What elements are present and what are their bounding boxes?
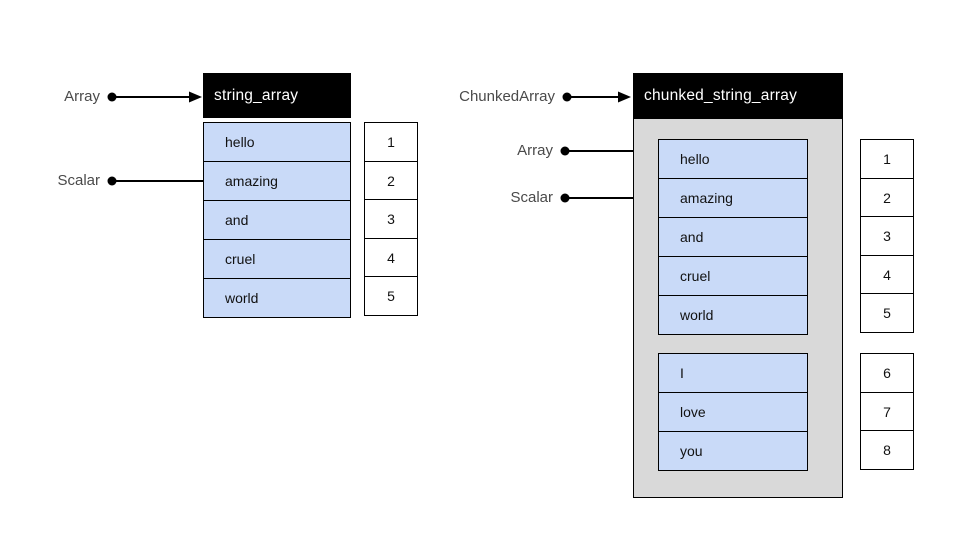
string-array-header: string_array xyxy=(203,73,351,118)
array-cell: world xyxy=(203,278,351,318)
index-cell: 4 xyxy=(860,254,914,295)
left-array-label: Array xyxy=(64,88,100,105)
chunked-array-label: ChunkedArray xyxy=(459,88,555,105)
chunk-1-index-column: 6 7 8 xyxy=(860,353,914,470)
index-cell: 2 xyxy=(860,177,914,218)
chunk-0-index-column: 1 2 3 4 5 xyxy=(860,139,914,333)
array-cell: hello xyxy=(658,139,808,179)
array-cell: world xyxy=(658,295,808,335)
array-cell: love xyxy=(658,392,808,432)
left-array-pointer-arrow xyxy=(107,91,202,103)
array-cell: I xyxy=(658,353,808,393)
array-cell: and xyxy=(658,217,808,257)
array-cell: amazing xyxy=(658,178,808,218)
index-cell: 3 xyxy=(860,216,914,256)
index-cell: 6 xyxy=(860,353,914,393)
chunked-string-array-header: chunked_string_array xyxy=(633,73,843,118)
index-cell: 5 xyxy=(860,293,914,333)
chunk-1-cells: I love you xyxy=(658,353,808,471)
array-cell: cruel xyxy=(658,256,808,296)
index-cell: 3 xyxy=(364,199,418,239)
array-cell: amazing xyxy=(203,161,351,201)
array-cell: hello xyxy=(203,122,351,162)
left-scalar-pointer-arrow xyxy=(107,175,216,187)
index-cell: 5 xyxy=(364,276,418,316)
index-cell: 1 xyxy=(860,139,914,179)
array-cell: cruel xyxy=(203,239,351,279)
chunked-array-pointer-arrow xyxy=(562,91,631,103)
string-array-index-column: 1 2 3 4 5 xyxy=(364,122,418,316)
right-array-label: Array xyxy=(517,142,553,159)
chunk-0-cells: hello amazing and cruel world xyxy=(658,139,808,335)
array-cell: you xyxy=(658,431,808,471)
index-cell: 7 xyxy=(860,391,914,432)
array-cell: and xyxy=(203,200,351,240)
string-array-cells: hello amazing and cruel world xyxy=(203,122,351,318)
index-cell: 2 xyxy=(364,160,418,201)
left-scalar-label: Scalar xyxy=(57,172,100,189)
index-cell: 8 xyxy=(860,430,914,470)
index-cell: 4 xyxy=(364,237,418,278)
right-scalar-label: Scalar xyxy=(510,189,553,206)
